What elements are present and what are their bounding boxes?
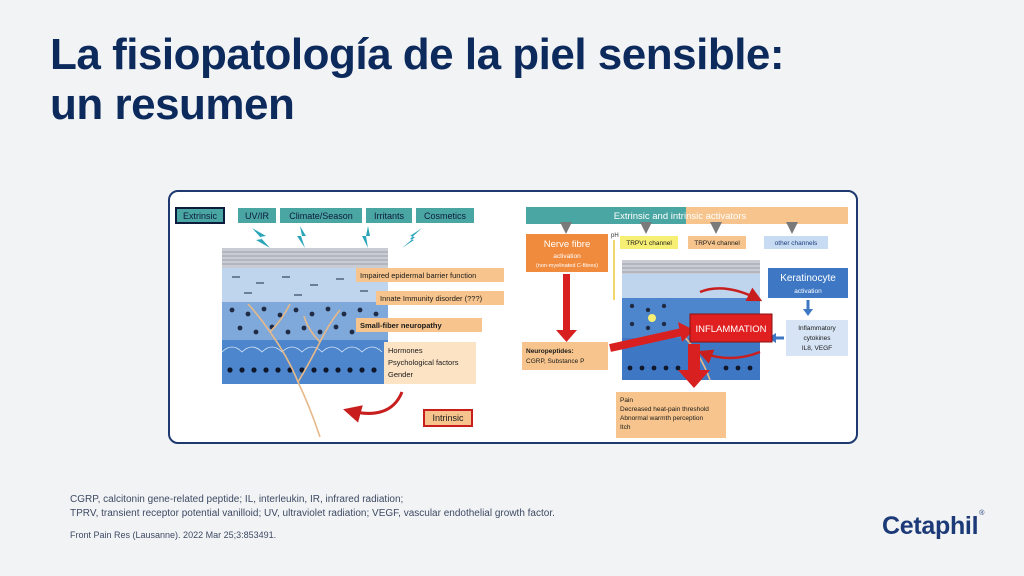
nerve-fibre-note: (non-myelinated C-fibres) (536, 263, 598, 269)
registered-mark: ® (979, 510, 985, 517)
lightning-icons (252, 226, 422, 248)
inflammation-curve-top (699, 287, 763, 302)
nerve-fibre-box (526, 234, 608, 272)
ph-label: pH (611, 233, 619, 239)
slide-title: La fisiopatología de la piel sensible: u… (50, 30, 785, 129)
basal-layer (222, 340, 388, 384)
right-granular-layer (622, 274, 760, 298)
factor-box-irritants (366, 208, 412, 223)
factor-box-uv (238, 208, 276, 223)
right-stratum-corneum (622, 260, 760, 274)
cytokines-box (786, 320, 848, 356)
intrinsic-box (423, 409, 473, 427)
inflammation-arrowhead (678, 322, 694, 342)
intrinsic-arrow (343, 391, 404, 423)
activators-bar-teal (526, 207, 686, 224)
symptom-warmth: Abnormal warmth perception (620, 415, 703, 422)
factor-box-climate (280, 208, 362, 223)
symptom-itch: Itch (620, 424, 631, 431)
neuropathy-label-box (356, 318, 482, 332)
citation: Front Pain Res (Lausanne). 2022 Mar 25;3… (70, 530, 277, 540)
cytokines-line1: Inflammatory (798, 325, 836, 332)
factor-cosmetics-label: Cosmetics (424, 211, 467, 221)
trpv4-box (688, 236, 746, 249)
nerve-down-arrow (563, 274, 570, 332)
other-channels-box (764, 236, 828, 249)
neuropathy-label: Small-fiber neuropathy (360, 321, 443, 330)
factor-climate-label: Climate/Season (289, 211, 353, 221)
cytokines-line3: IL8, VEGF (802, 345, 832, 352)
extrinsic-box: Extrinsic (175, 207, 225, 224)
psychological-line: Psychological factors (388, 358, 459, 367)
factor-box-cosmetics (416, 208, 474, 223)
activators-bar-orange (686, 207, 848, 224)
footnote-abbreviations-2: TPRV, transient receptor potential vanil… (70, 508, 555, 519)
factor-uv-label: UV/IR (245, 211, 270, 221)
factor-irritants-label: Irritants (374, 211, 405, 221)
extrinsic-label: Extrinsic (183, 211, 218, 221)
trpv1-marker (648, 314, 656, 322)
barrier-label-box (356, 268, 504, 282)
trpv1-box (620, 236, 678, 249)
pathophysiology-figure: Extrinsic UV/IR Climate/Season Irritants… (168, 190, 858, 444)
left-panel: Extrinsic UV/IR Climate/Season Irritants… (175, 207, 504, 438)
trpv4-label: TRPV4 channel (694, 240, 740, 247)
nerve-fibres (247, 303, 341, 438)
figure-svg: Extrinsic UV/IR Climate/Season Irritants… (175, 207, 848, 438)
other-channels-label: other channels (775, 240, 818, 247)
activators-label: Extrinsic and intrinsic activators (614, 211, 747, 222)
logo-text: Cetaphil (882, 512, 979, 540)
nerve-fibre-title: Nerve fibre (544, 239, 590, 250)
hormones-box (384, 342, 476, 384)
neuropeptides-to-inflammation-arrow (609, 328, 683, 352)
inflammation-curve-bottom (697, 349, 761, 364)
immunity-label: Innate Immunity disorder (???) (380, 294, 483, 303)
neuropeptides-box (522, 342, 608, 370)
nerve-fibre-sub: activation (553, 253, 581, 260)
footnote-abbreviations-1: CGRP, calcitonin gene-related peptide; I… (70, 494, 404, 505)
neuropeptides-title: Neuropeptides: (526, 348, 574, 355)
cetaphil-logo: Cetaphil® (882, 510, 985, 541)
keratinocyte-title: Keratinocyte (780, 273, 836, 284)
stratum-corneum (222, 248, 388, 268)
symptoms-arrowhead (678, 370, 710, 388)
hormones-line: Hormones (388, 346, 423, 355)
immunity-label-box (376, 291, 504, 305)
keratinocyte-box (768, 268, 848, 298)
trpv1-label: TRPV1 channel (626, 240, 672, 247)
inflammation-label: INFLAMMATION (695, 324, 766, 335)
neuropeptides-items: CGRP, Substance P (526, 358, 584, 365)
symptoms-box (616, 392, 726, 438)
gender-line: Gender (388, 370, 414, 379)
inflammation-box (689, 313, 773, 343)
nerve-down-arrowhead (556, 330, 577, 342)
keratinocyte-arrowhead (803, 309, 813, 316)
symptom-heat-pain: Decreased heat-pain threshold (620, 406, 709, 413)
right-panel: Extrinsic and intrinsic activators Nerve… (522, 207, 848, 438)
keratinocyte-sub: activation (794, 288, 822, 295)
barrier-label: Impaired epidermal barrier function (360, 271, 476, 280)
intrinsic-label: Intrinsic (432, 413, 464, 423)
cytokines-line2: cytokines (803, 335, 831, 342)
symptom-pain: Pain (620, 397, 633, 404)
symptoms-arrow (688, 344, 700, 372)
